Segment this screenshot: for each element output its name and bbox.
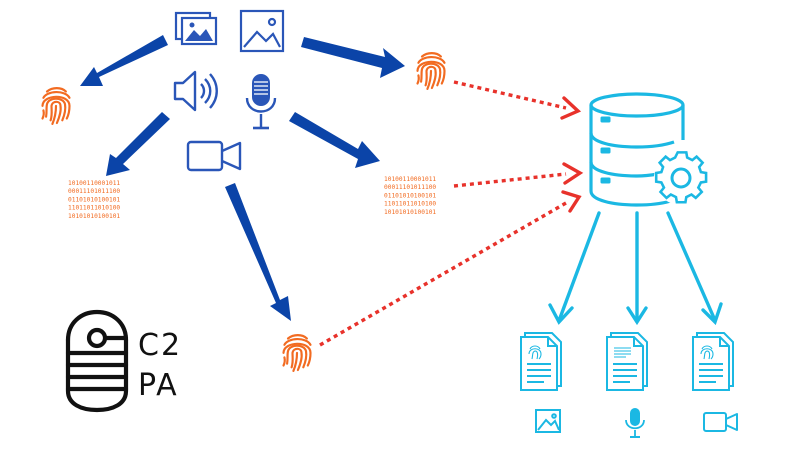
fingerprint-icon <box>282 333 312 373</box>
binary-line: 10100110001011 <box>68 180 120 187</box>
c2pa-logo: C2 PA <box>65 309 182 413</box>
binary-data-block: 1010011000101100011101011100011010101001… <box>68 180 120 220</box>
binary-line: 01101010100101 <box>384 192 436 199</box>
microphone-icon <box>245 74 277 130</box>
binary-line: 10101010100101 <box>68 213 120 220</box>
cyan-arrows <box>548 211 723 326</box>
video-camera-icon <box>186 140 242 172</box>
arrow-to-binary-left <box>106 112 170 176</box>
fingerprint-icon <box>416 51 446 91</box>
speaker-icon <box>173 70 218 112</box>
logo-text-line1: C2 <box>138 328 182 363</box>
logo-text-line2: PA <box>138 368 179 403</box>
blue-arrows <box>80 35 405 321</box>
microphone-icon <box>625 408 645 438</box>
binary-line: 01101010100101 <box>68 196 120 203</box>
c2pa-logo-mark <box>65 309 129 413</box>
dotted-arrow-heads <box>560 96 584 213</box>
arrow-to-fingerprint-left <box>80 35 168 86</box>
red-dotted-arrows <box>319 80 567 347</box>
arrow-to-doc-video <box>666 211 716 320</box>
fingerprint-icon <box>41 86 71 126</box>
database-gear-icon <box>589 92 708 207</box>
document-fingerprint-icon <box>520 332 562 391</box>
binary-line: 10100110001011 <box>384 176 436 183</box>
image-icon <box>535 409 561 433</box>
image-stack-icon <box>174 11 218 46</box>
binary-line: 11011011010100 <box>384 201 436 208</box>
image-icon <box>239 9 285 53</box>
arrow-to-binary-right <box>289 112 380 168</box>
video-camera-icon <box>703 412 738 432</box>
document-fingerprint-icon <box>692 332 734 391</box>
dotted-arrow <box>453 172 567 188</box>
arrow-to-fingerprint-top <box>301 37 405 78</box>
binary-line: 00011101011100 <box>384 184 436 191</box>
arrow-to-doc-image <box>558 211 601 320</box>
dotted-arrow <box>319 201 567 347</box>
binary-line: 10101010100101 <box>384 209 436 216</box>
dotted-arrow <box>453 80 567 110</box>
binary-line: 00011101011100 <box>68 188 120 195</box>
binary-data-block: 1010011000101100011101011100011010101001… <box>384 176 436 216</box>
document-text-icon <box>606 332 648 391</box>
binary-line: 11011011010100 <box>68 205 120 212</box>
arrow-to-fingerprint-bottom <box>225 183 291 321</box>
